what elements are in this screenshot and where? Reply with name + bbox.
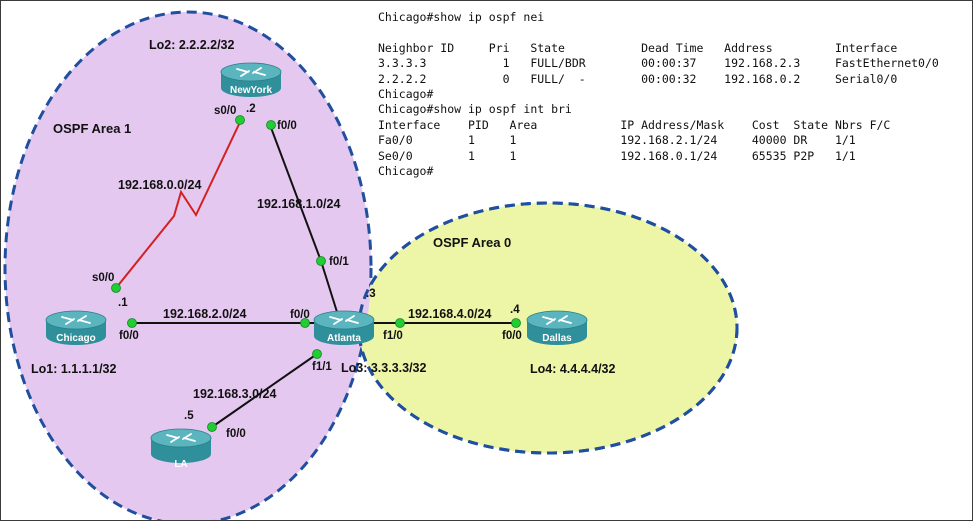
cli-line: Chicago#show ip ospf nei (378, 10, 545, 24)
port-dot-newyork-f0-0 (266, 120, 276, 130)
router-newyork[interactable]: NewYork (220, 62, 282, 98)
port-dot-dallas-f0-0 (511, 318, 521, 328)
port-dot-atlanta-f1-0 (395, 318, 405, 328)
port-dot-chicago-s0-0 (111, 283, 121, 293)
router-icon (150, 428, 212, 464)
port-dot-chicago-f0-0 (127, 318, 137, 328)
interface-label-la-f0-0: f0/0 (226, 428, 246, 440)
interface-label-newyork-s0-0: s0/0 (214, 105, 236, 117)
interface-label-dallas-f0-0: f0/0 (502, 330, 522, 342)
port-dot-newyork-s0-0 (235, 115, 245, 125)
interface-label-atlanta-f0-0: f0/0 (290, 309, 310, 321)
serial-link-chicago-newyork (115, 119, 242, 289)
cli-line: Fa0/0 1 1 192.168.2.1/24 40000 DR 1/1 (378, 133, 856, 148)
host-label-la: .5 (184, 410, 194, 422)
router-name-la: LA (174, 459, 187, 470)
loopback-label-atlanta: Lo3: 3.3.3.3/32 (341, 361, 427, 375)
host-label-dallas: .4 (510, 304, 520, 316)
interface-label-atlanta-f0-1: f0/1 (329, 256, 349, 268)
router-name-dallas: Dallas (542, 333, 572, 344)
router-name-atlanta: Atlanta (327, 333, 361, 344)
router-la[interactable]: LA (150, 428, 212, 470)
cli-line: 2.2.2.2 0 FULL/ - 00:00:32 192.168.0.2 S… (378, 71, 898, 86)
loopback-label-chicago: Lo1: 1.1.1.1/32 (31, 362, 117, 376)
network-label-atlanta-la: 192.168.3.0/24 (193, 387, 276, 401)
cli-line: Chicago#show ip ospf int bri (378, 102, 572, 117)
network-label-chicago-atlanta: 192.168.2.0/24 (163, 307, 246, 321)
network-label-atlanta-dallas: 192.168.4.0/24 (408, 307, 491, 321)
cli-line: 3.3.3.3 1 FULL/BDR 00:00:37 192.168.2.3 … (378, 56, 939, 71)
link-newyork-atlanta-lower (320, 260, 338, 313)
port-dot-atlanta-f1-1 (312, 349, 322, 359)
port-dot-atlanta-f0-1 (316, 256, 326, 266)
loopback-label-newyork: Lo2: 2.2.2.2/32 (149, 38, 235, 52)
host-label-newyork: .2 (246, 103, 256, 115)
cli-line: Chicago# (378, 164, 434, 179)
port-dot-atlanta-f0-0 (300, 318, 310, 328)
interface-label-atlanta-f1-1: f1/1 (312, 361, 332, 373)
host-label-chicago: .1 (118, 297, 128, 309)
cli-line: Interface PID Area IP Address/Mask Cost … (378, 117, 891, 132)
port-dot-la-f0-0 (207, 422, 217, 432)
cli-line: Chicago# (378, 87, 434, 102)
cli-line: Se0/0 1 1 192.168.0.1/24 65535 P2P 1/1 (378, 148, 856, 163)
loopback-label-dallas: Lo4: 4.4.4.4/32 (530, 362, 616, 376)
network-label-newyork-atlanta: 192.168.1.0/24 (257, 197, 340, 211)
interface-label-atlanta-f1-0: f1/0 (383, 330, 403, 342)
network-label-chicago-newyork: 192.168.0.0/24 (118, 178, 201, 192)
link-atlanta-la (211, 353, 318, 428)
router-atlanta[interactable]: Atlanta (313, 310, 375, 346)
cli-line: Neighbor ID Pri State Dead Time Address … (378, 40, 898, 55)
interface-label-chicago-f0-0: f0/0 (119, 330, 139, 342)
ospf-area-1-region (3, 10, 373, 520)
cli-output: Chicago#show ip ospf nei Neighbor ID Pri… (378, 10, 939, 179)
router-chicago[interactable]: Chicago (45, 310, 107, 346)
link-newyork-atlanta (269, 124, 322, 262)
area-0-label: OSPF Area 0 (433, 235, 511, 250)
interface-label-chicago-s0-0: s0/0 (92, 272, 114, 284)
router-name-newyork: NewYork (230, 85, 272, 96)
router-dallas[interactable]: Dallas (526, 310, 588, 346)
area-1-label: OSPF Area 1 (53, 121, 131, 136)
interface-label-newyork-f0-0: f0/0 (277, 120, 297, 132)
router-name-chicago: Chicago (56, 333, 95, 344)
host-label-atlanta: .3 (366, 288, 376, 300)
